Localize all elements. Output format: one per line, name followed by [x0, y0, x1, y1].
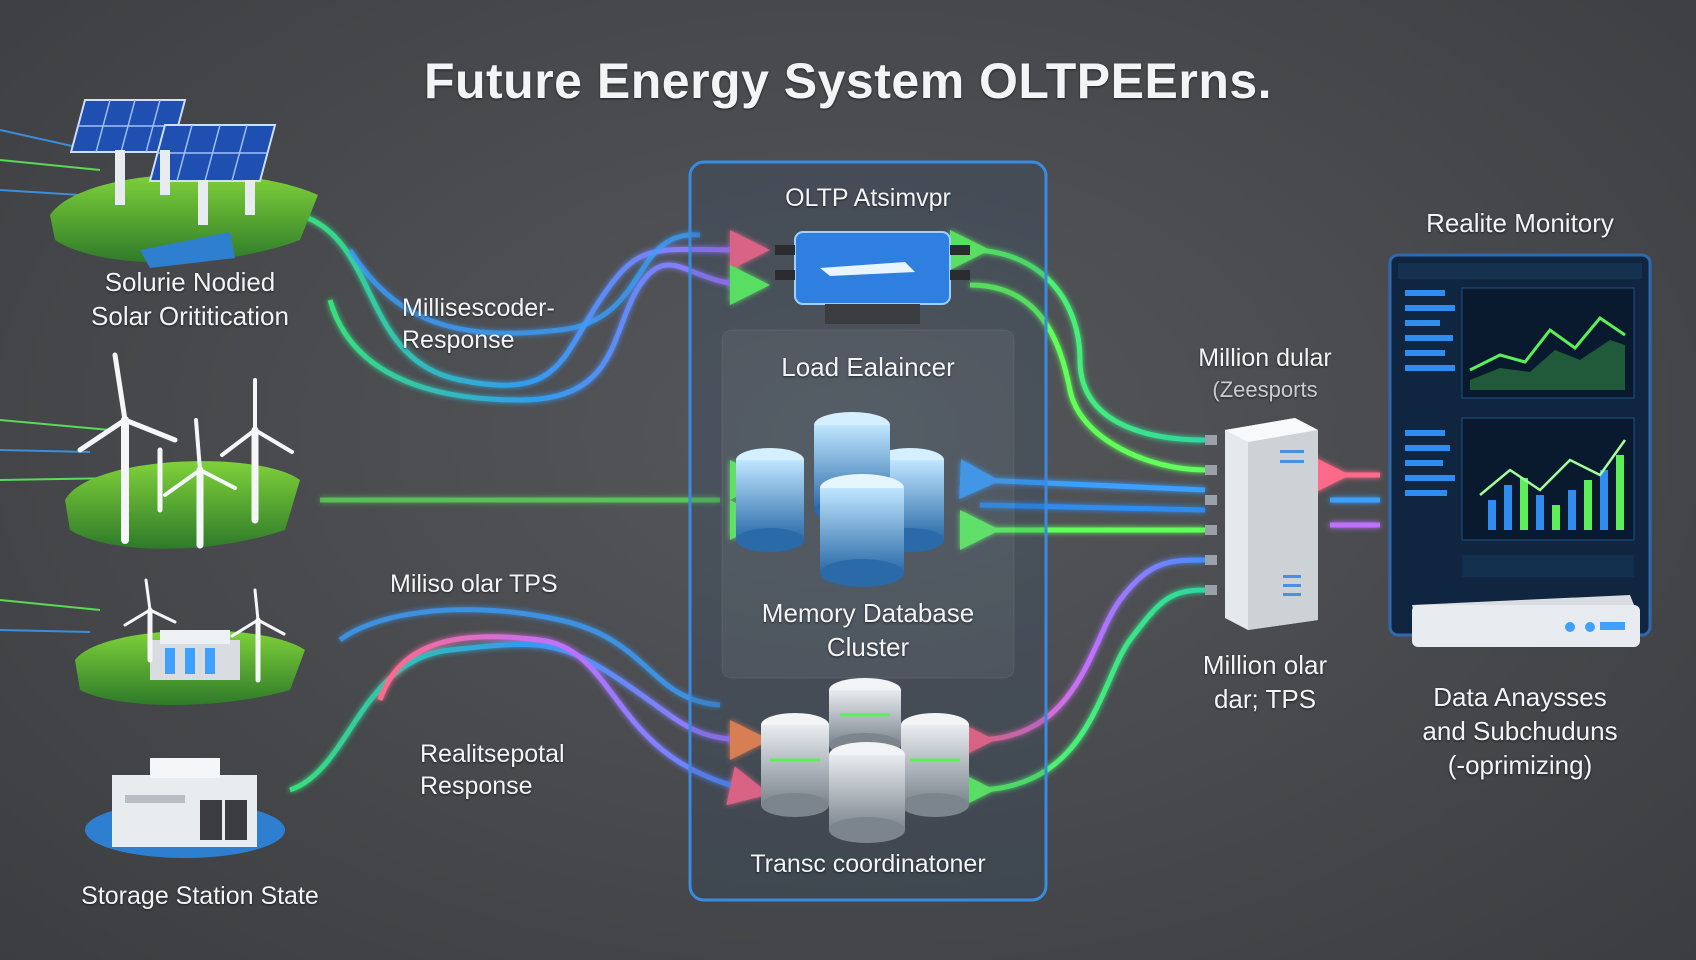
flow-tx-to-server-1	[954, 557, 1206, 761]
solar-farm-icon	[50, 99, 318, 268]
transaction-label: Transc coordinatoner	[750, 850, 986, 878]
flow-solar-to-oltp-1	[299, 212, 770, 388]
memory-database-icon	[736, 412, 944, 587]
flow-solar-to-oltp-2	[327, 262, 770, 403]
storage-station-label: Storage Station State	[81, 882, 319, 910]
flow-oltp-to-server-1	[949, 229, 1206, 443]
wind-farm-icon	[65, 352, 300, 549]
transaction-db-icon	[761, 678, 969, 843]
flow-db-to-server-2	[979, 502, 1206, 513]
flow-storage-to-tx-2	[377, 634, 770, 806]
storage-station-icon	[85, 758, 285, 858]
million-tps-label: Million olar dar; TPS	[1202, 650, 1328, 714]
hybrid-plant-icon	[75, 578, 305, 705]
server-tower-icon	[1205, 418, 1318, 630]
ms-response-label: Millisescoder- Response	[402, 294, 555, 354]
flow-storage-to-tx-1	[289, 641, 770, 793]
ms-tps-label: Miliso olar TPS	[390, 570, 558, 598]
oltp-label: OLTP Atsimvpr	[785, 184, 951, 212]
analysis-label: Data Anaysses and Subchuduns (-oprimizin…	[1422, 682, 1618, 780]
memory-db-label: Memory Database Cluster	[761, 598, 975, 662]
oltp-processor-icon	[775, 231, 970, 324]
million-top-label: Million dular (Zeesports	[1198, 344, 1332, 402]
flow-solar-to-oltp-3	[347, 232, 701, 336]
monitor-dashboard-icon	[1388, 253, 1652, 647]
flow-db-to-server-1	[959, 459, 1206, 500]
right-flows	[949, 229, 1380, 811]
realtime-response-label: Realitsepotal Response	[420, 740, 565, 800]
flow-oltp-to-server-2	[969, 282, 1206, 473]
solar-node-label: Solurie Nodied Solar Orititication	[91, 267, 289, 331]
flow-tx-to-server-2	[954, 587, 1206, 811]
left-flows	[289, 212, 770, 806]
load-balancer-label: Load Ealaincer	[781, 352, 955, 382]
data-streaks	[0, 129, 121, 633]
monitor-label: Realite Monitory	[1426, 208, 1614, 238]
page-title: Future Energy System OLTPEErns.	[423, 53, 1273, 109]
flow-storage-to-tx-3	[338, 607, 721, 708]
